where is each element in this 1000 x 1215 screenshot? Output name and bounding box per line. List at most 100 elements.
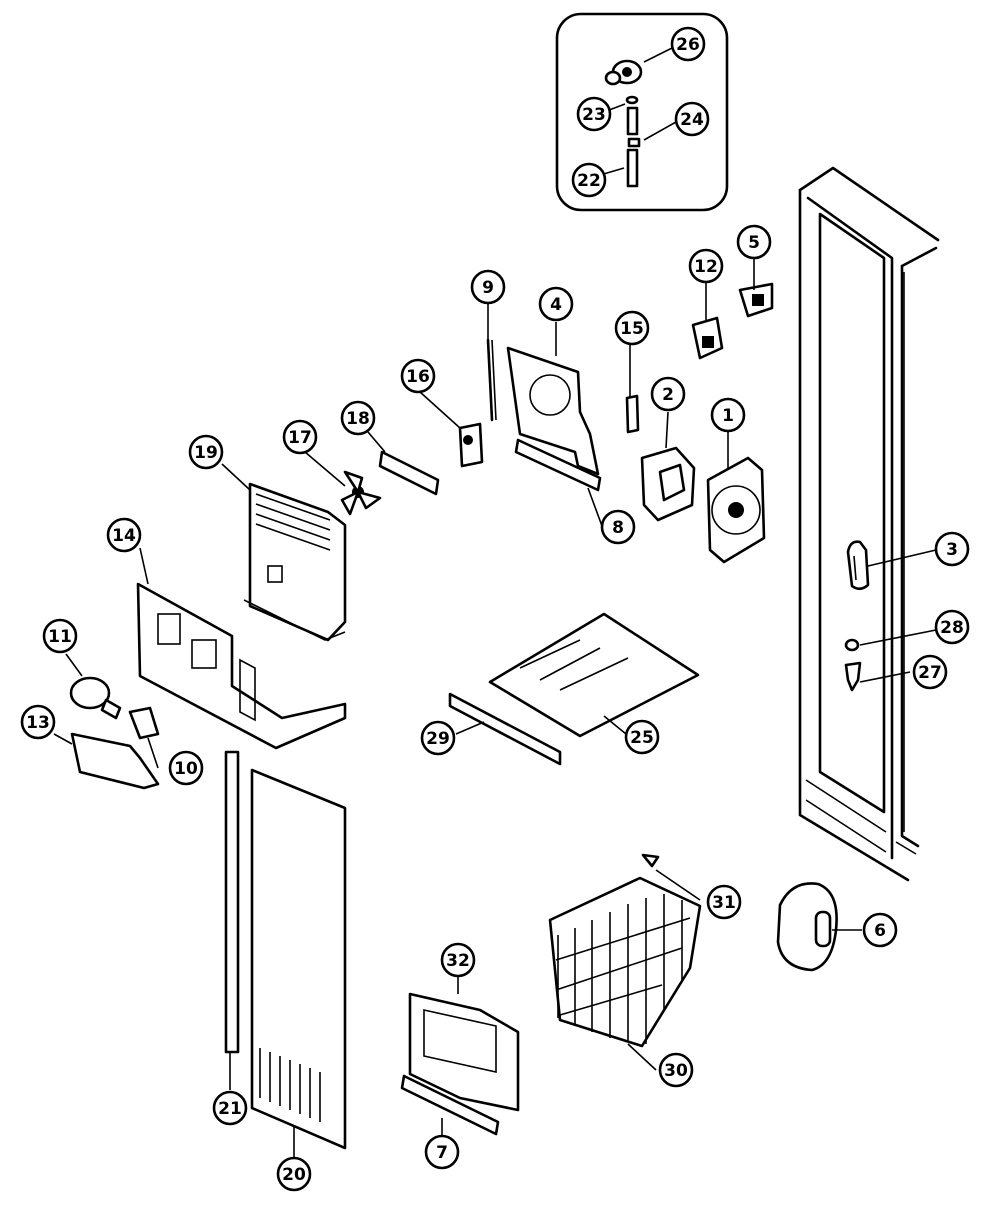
callout-16: 16 bbox=[400, 358, 436, 394]
callout-14: 14 bbox=[106, 517, 142, 553]
callout-11-label: 11 bbox=[48, 627, 72, 647]
part-32-drawer-front bbox=[408, 992, 520, 1112]
part-5-switch bbox=[738, 282, 774, 318]
inset-detail-box bbox=[555, 12, 729, 212]
part-24-ferrule bbox=[627, 137, 641, 148]
part-4-fan-cover-plate bbox=[506, 346, 600, 476]
part-11-light-bulb bbox=[69, 676, 122, 720]
part-6-cap bbox=[776, 882, 838, 972]
callout-21: 21 bbox=[212, 1090, 248, 1126]
callout-13: 13 bbox=[20, 704, 56, 740]
callout-21-label: 21 bbox=[218, 1099, 242, 1119]
callout-18-label: 18 bbox=[346, 409, 370, 429]
callout-29-label: 29 bbox=[426, 729, 450, 749]
callout-9-label: 9 bbox=[482, 278, 494, 298]
part-12-switch bbox=[691, 316, 724, 360]
part-10-socket bbox=[128, 706, 160, 740]
callout-8: 8 bbox=[600, 509, 636, 545]
callout-25: 25 bbox=[624, 719, 660, 755]
part-17-fan-blade bbox=[340, 470, 382, 516]
callout-10-label: 10 bbox=[174, 759, 198, 779]
callout-18: 18 bbox=[340, 400, 376, 436]
callout-3: 3 bbox=[934, 531, 970, 567]
callout-labels: 26 23 24 22 5 12 9 4 15 16 2 1 18 17 19 … bbox=[20, 26, 970, 1192]
callout-28-label: 28 bbox=[940, 618, 964, 638]
callout-6: 6 bbox=[862, 912, 898, 948]
part-21-divider-strip bbox=[224, 750, 240, 1054]
callout-10: 10 bbox=[168, 750, 204, 786]
part-23-nut bbox=[625, 95, 639, 105]
callout-22-label: 22 bbox=[577, 171, 601, 191]
part-2-fan-bracket bbox=[640, 446, 696, 522]
callout-19-label: 19 bbox=[194, 443, 218, 463]
callout-11: 11 bbox=[42, 618, 78, 654]
callout-22: 22 bbox=[571, 162, 607, 198]
part-25-glass-shelf bbox=[488, 612, 700, 738]
callout-9: 9 bbox=[470, 269, 506, 305]
callout-23: 23 bbox=[576, 96, 612, 132]
leader-lines bbox=[53, 47, 937, 1158]
callout-24: 24 bbox=[674, 101, 710, 137]
callout-26: 26 bbox=[670, 26, 706, 62]
part-19-evaporator-cover bbox=[243, 482, 347, 642]
callout-15-label: 15 bbox=[620, 319, 644, 339]
callout-25-label: 25 bbox=[630, 728, 654, 748]
callout-4-label: 4 bbox=[550, 295, 562, 315]
callout-5: 5 bbox=[736, 224, 772, 260]
callout-1: 1 bbox=[710, 397, 746, 433]
callout-7-label: 7 bbox=[436, 1143, 448, 1163]
part-30-wire-basket bbox=[548, 876, 702, 1048]
callout-20: 20 bbox=[276, 1156, 312, 1192]
callout-27: 27 bbox=[912, 654, 948, 690]
part-29-shelf-trim bbox=[448, 692, 562, 766]
callout-6-label: 6 bbox=[874, 921, 886, 941]
callout-7: 7 bbox=[424, 1134, 460, 1170]
callout-20-label: 20 bbox=[282, 1165, 306, 1185]
callout-29: 29 bbox=[420, 720, 456, 756]
part-7-trim-strip bbox=[400, 1074, 500, 1136]
callout-14-label: 14 bbox=[112, 526, 136, 546]
callout-31-label: 31 bbox=[712, 893, 736, 913]
callout-2-label: 2 bbox=[662, 385, 674, 405]
callout-19: 19 bbox=[188, 434, 224, 470]
part-16-motor bbox=[458, 422, 484, 468]
callout-1-label: 1 bbox=[722, 406, 734, 426]
callout-32: 32 bbox=[440, 942, 476, 978]
callout-5-label: 5 bbox=[748, 233, 760, 253]
part-22-tube bbox=[626, 106, 639, 188]
part-3-wall-component bbox=[846, 540, 870, 591]
callout-26-label: 26 bbox=[676, 35, 700, 55]
callout-31: 31 bbox=[706, 884, 742, 920]
part-31-clip bbox=[641, 853, 660, 868]
callout-12-label: 12 bbox=[694, 257, 718, 277]
callout-23-label: 23 bbox=[582, 105, 606, 125]
callout-15: 15 bbox=[614, 310, 650, 346]
callout-4: 4 bbox=[538, 286, 574, 322]
callout-13-label: 13 bbox=[26, 713, 50, 733]
callout-32-label: 32 bbox=[446, 951, 470, 971]
callout-30: 30 bbox=[658, 1052, 694, 1088]
callout-16-label: 16 bbox=[406, 367, 430, 387]
part-13-light-shield bbox=[70, 732, 160, 790]
callout-24-label: 24 bbox=[680, 110, 704, 130]
part-1-fan-shroud bbox=[706, 456, 766, 564]
part-28-washer bbox=[844, 638, 860, 652]
part-20-rear-panel bbox=[250, 768, 347, 1150]
part-15-bracket bbox=[625, 394, 640, 434]
callout-8-label: 8 bbox=[612, 518, 624, 538]
callout-2: 2 bbox=[650, 376, 686, 412]
part-8-strip bbox=[514, 438, 602, 492]
callout-3-label: 3 bbox=[946, 540, 958, 560]
callout-17: 17 bbox=[282, 419, 318, 455]
callout-28: 28 bbox=[934, 609, 970, 645]
part-14-control-housing bbox=[136, 582, 347, 750]
callout-17-label: 17 bbox=[288, 428, 312, 448]
callout-30-label: 30 bbox=[664, 1061, 688, 1081]
freezer-cabinet bbox=[798, 166, 940, 882]
part-18-bracket bbox=[378, 450, 440, 496]
callout-27-label: 27 bbox=[918, 663, 942, 683]
part-26-valve-fitting bbox=[604, 59, 643, 86]
callout-12: 12 bbox=[688, 248, 724, 284]
